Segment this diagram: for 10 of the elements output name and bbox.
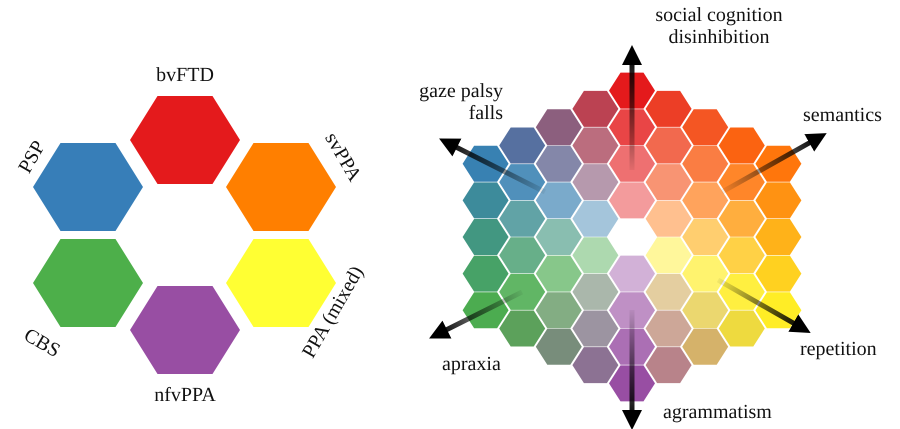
axis-label: agrammatism [663, 401, 773, 423]
category-label: nfvPPA [154, 384, 216, 406]
axis-label: apraxia [442, 353, 502, 375]
axis-label: social cognition disinhibition [654, 4, 784, 48]
axis-label: semantics [803, 104, 883, 126]
axis-label: gaze palsy falls [418, 80, 503, 124]
category-label: PSP [14, 137, 50, 177]
category-label: bvFTD [156, 64, 214, 86]
category-label: CBS [20, 324, 64, 362]
axis-label: repetition [800, 338, 878, 360]
